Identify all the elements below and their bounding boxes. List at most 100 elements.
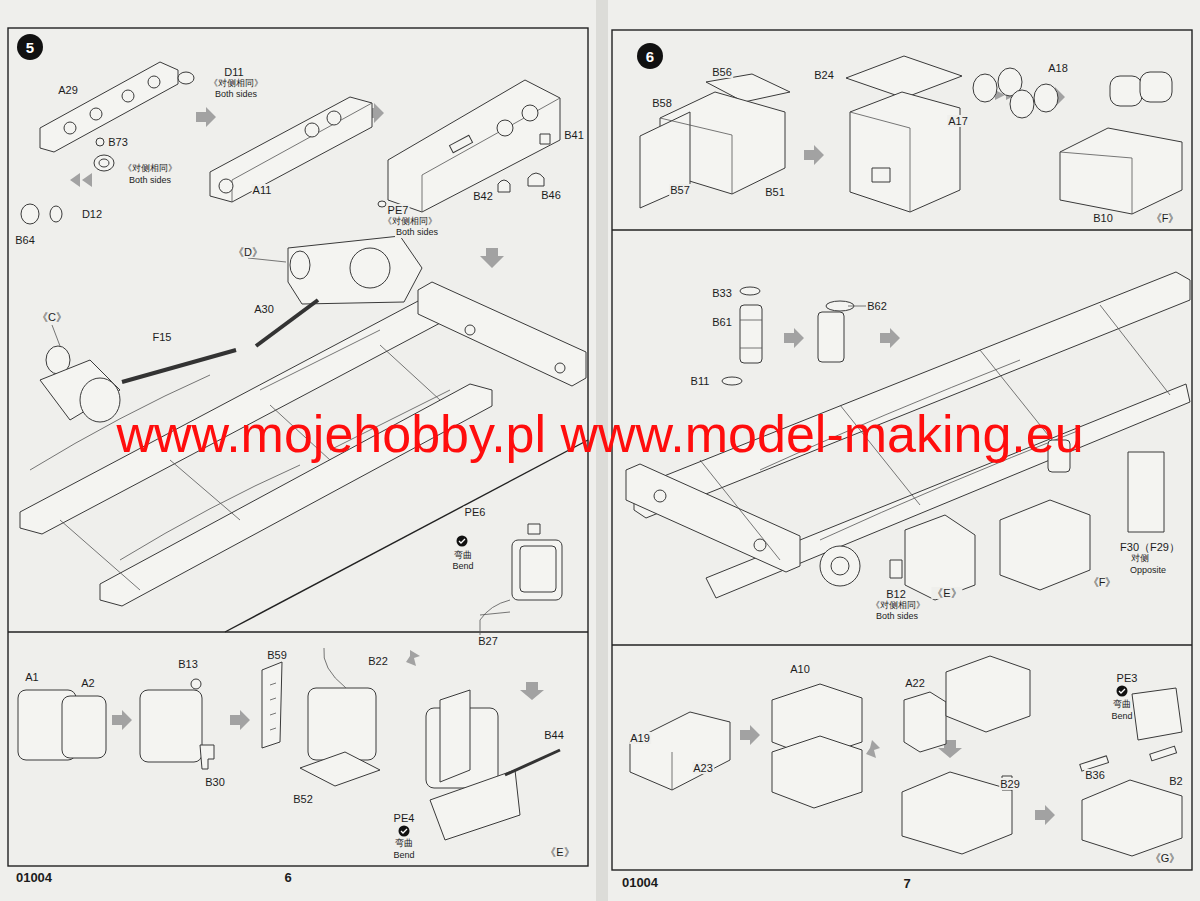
chassis-frame: [848, 306, 866, 307]
part-label: PE6: [464, 506, 487, 518]
bend-symbol: [399, 536, 1128, 837]
chassis-frame: [120, 465, 300, 560]
chassis-frame: [634, 272, 1190, 518]
battery-box-part: [910, 128, 911, 212]
part-label: B33: [711, 287, 733, 299]
assembly-arrow: [866, 740, 880, 758]
assembly-arrow: [520, 682, 544, 700]
part-label: D11: [223, 66, 244, 78]
assembly-arrow: [480, 248, 504, 268]
chassis-frame: [890, 560, 902, 578]
chassis-frame: [1000, 500, 1090, 590]
part-label: A1: [24, 671, 39, 683]
assembly-arrow: [740, 725, 760, 745]
part-label: D12: [81, 208, 103, 220]
assembly-arrow: [70, 173, 80, 187]
side-rail-part: [219, 179, 233, 193]
battery-box-part: [872, 168, 890, 182]
tank-subassembly: [324, 648, 346, 688]
part-label: B2: [1168, 775, 1183, 787]
tank-subassembly: [140, 690, 202, 762]
step-circle: [637, 43, 663, 69]
part-label: A11: [252, 184, 273, 196]
assembly-arrow: [1035, 805, 1055, 825]
battery-box-part: [1010, 90, 1034, 118]
part-label: A29: [57, 84, 79, 96]
tank-assembly: [520, 546, 556, 592]
side-rail-part: [422, 98, 560, 175]
chassis-frame: [740, 320, 762, 321]
assembly-arrow: [196, 107, 216, 127]
tank-assembly: [512, 540, 562, 600]
part-label: PE3: [1116, 672, 1139, 684]
fuel-tank-part: [1150, 746, 1177, 761]
step-number-text: 6: [646, 49, 654, 64]
chassis-frame: [260, 330, 380, 390]
tank-subassembly: [430, 770, 520, 840]
part-label: 《C》: [36, 311, 68, 323]
part-label: B10: [1092, 212, 1114, 224]
side-rail-part: [21, 62, 560, 224]
battery-box-part: [1034, 84, 1058, 112]
watermark: www.mojehobby.pl www.model-making.eu: [116, 406, 1083, 463]
part-label: B24: [813, 69, 835, 81]
part-label: B51: [764, 186, 786, 198]
part-label: B57: [669, 184, 691, 196]
page-frame: [8, 631, 588, 632]
assembly-arrow: [230, 710, 250, 730]
side-rail-part: [210, 97, 372, 202]
chassis-frame: [380, 345, 440, 400]
fuel-tank-part: [946, 656, 1030, 732]
part-label: F30（F29）: [1119, 541, 1181, 553]
part-label: 《D》: [232, 246, 264, 258]
part-label: F15: [152, 331, 173, 343]
side-rail-part: [178, 72, 194, 84]
bend-symbol: [1117, 686, 1128, 697]
part-label: Both sides: [214, 90, 258, 100]
tank-subassembly: [270, 713, 276, 715]
battery-box-part: [850, 112, 910, 128]
part-label: Bend: [1110, 712, 1133, 722]
chassis-frame: [288, 236, 422, 304]
tank-subassembly: [18, 648, 560, 840]
part-label: B36: [1084, 769, 1106, 781]
tank-subassembly: [191, 679, 201, 689]
part-label: B73: [107, 136, 129, 148]
tank-subassembly: [308, 688, 376, 760]
part-label: A2: [80, 677, 95, 689]
part-label: Opposite: [1129, 566, 1167, 576]
side-rail-part: [305, 123, 319, 137]
part-label: B41: [563, 129, 585, 141]
tank-assembly: [480, 600, 510, 635]
chassis-frame: [831, 557, 849, 575]
battery-box-part: [850, 92, 960, 212]
chassis-frame: [1100, 305, 1170, 395]
side-rail-part: [96, 138, 104, 146]
fuel-tank-part: [630, 712, 730, 790]
side-rail-part: [148, 76, 160, 88]
part-label: Bend: [392, 851, 415, 861]
part-label: Bend: [451, 562, 474, 572]
side-rail-part: [422, 175, 423, 212]
fuel-tank-part: [1082, 780, 1182, 856]
battery-box-part: [640, 56, 1182, 214]
part-label: 弯曲: [453, 551, 473, 561]
fuel-tank-part: [630, 656, 1182, 856]
part-label: 《对侧相同》: [122, 164, 178, 174]
battery-box-part: [846, 56, 962, 98]
battery-box-part: [973, 74, 997, 102]
page-number: 01004: [15, 871, 53, 885]
assembly-arrow: [82, 173, 92, 187]
battery-box-part: [660, 118, 732, 135]
part-label: B12: [885, 588, 907, 600]
part-label: B11: [690, 375, 711, 387]
step-number-text: 5: [26, 40, 34, 55]
tank-subassembly: [262, 662, 282, 748]
fuel-tank-part: [772, 736, 862, 808]
tank-subassembly: [270, 683, 276, 685]
page-frame: [225, 440, 588, 632]
assembly-arrow: [804, 145, 824, 165]
tank-subassembly: [505, 750, 560, 775]
step-number: 5: [17, 34, 43, 60]
page-number: 7: [902, 877, 911, 891]
